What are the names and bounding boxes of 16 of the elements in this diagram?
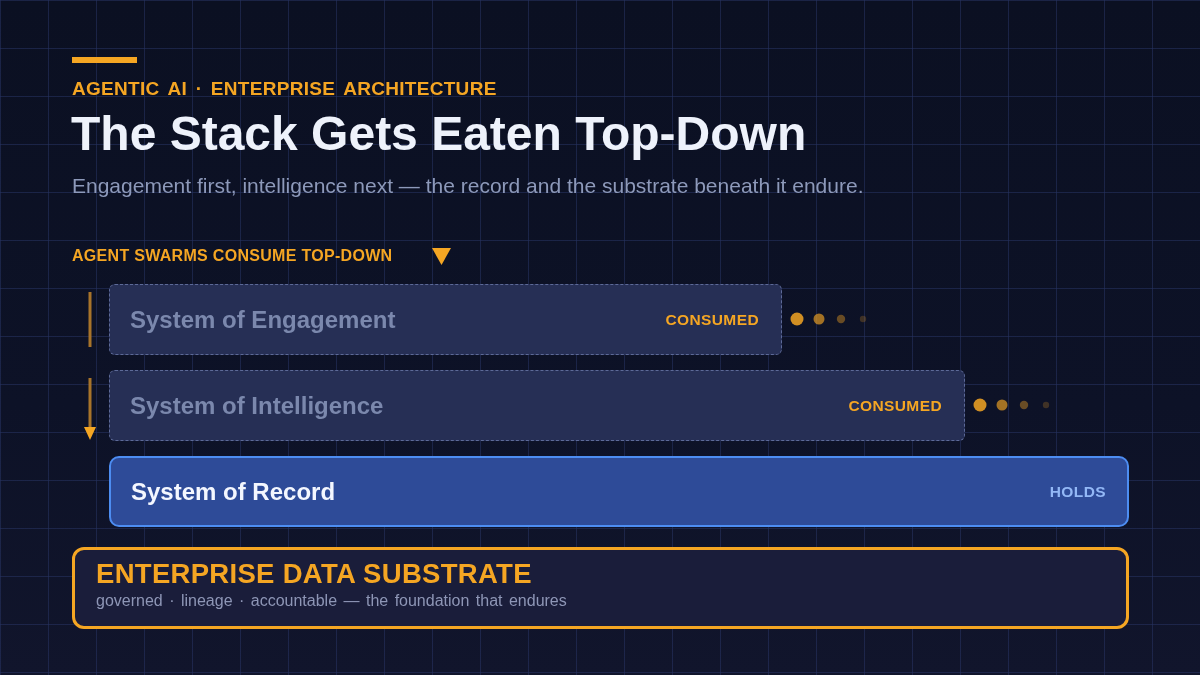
layer-description: governed · lineage · accountable — the foundation that endures [96,591,567,610]
layer-name: System of Engagement [130,305,396,334]
subtitle: Engagement first, intelligence next — the record and the substrate beneath it endure. [72,173,864,199]
category-label: AGENTIC AI · ENTERPRISE ARCHITECTURE [72,77,497,100]
section-label: AGENT SWARMS CONSUME TOP-DOWN [72,246,393,266]
layer-box [109,370,965,441]
layer-name: System of Intelligence [130,391,384,420]
layer-box [109,456,1129,527]
foundation-box [72,547,1129,629]
layer-heading: ENTERPRISE DATA SUBSTRATE [96,558,532,590]
layer-box [109,284,782,355]
layer-name: System of Record [131,477,336,506]
title: The Stack Gets Eaten Top-Down [71,107,807,161]
status-text: HOLDS [1049,482,1106,501]
status-text: CONSUMED [665,310,759,329]
status-text: CONSUMED [848,396,942,415]
